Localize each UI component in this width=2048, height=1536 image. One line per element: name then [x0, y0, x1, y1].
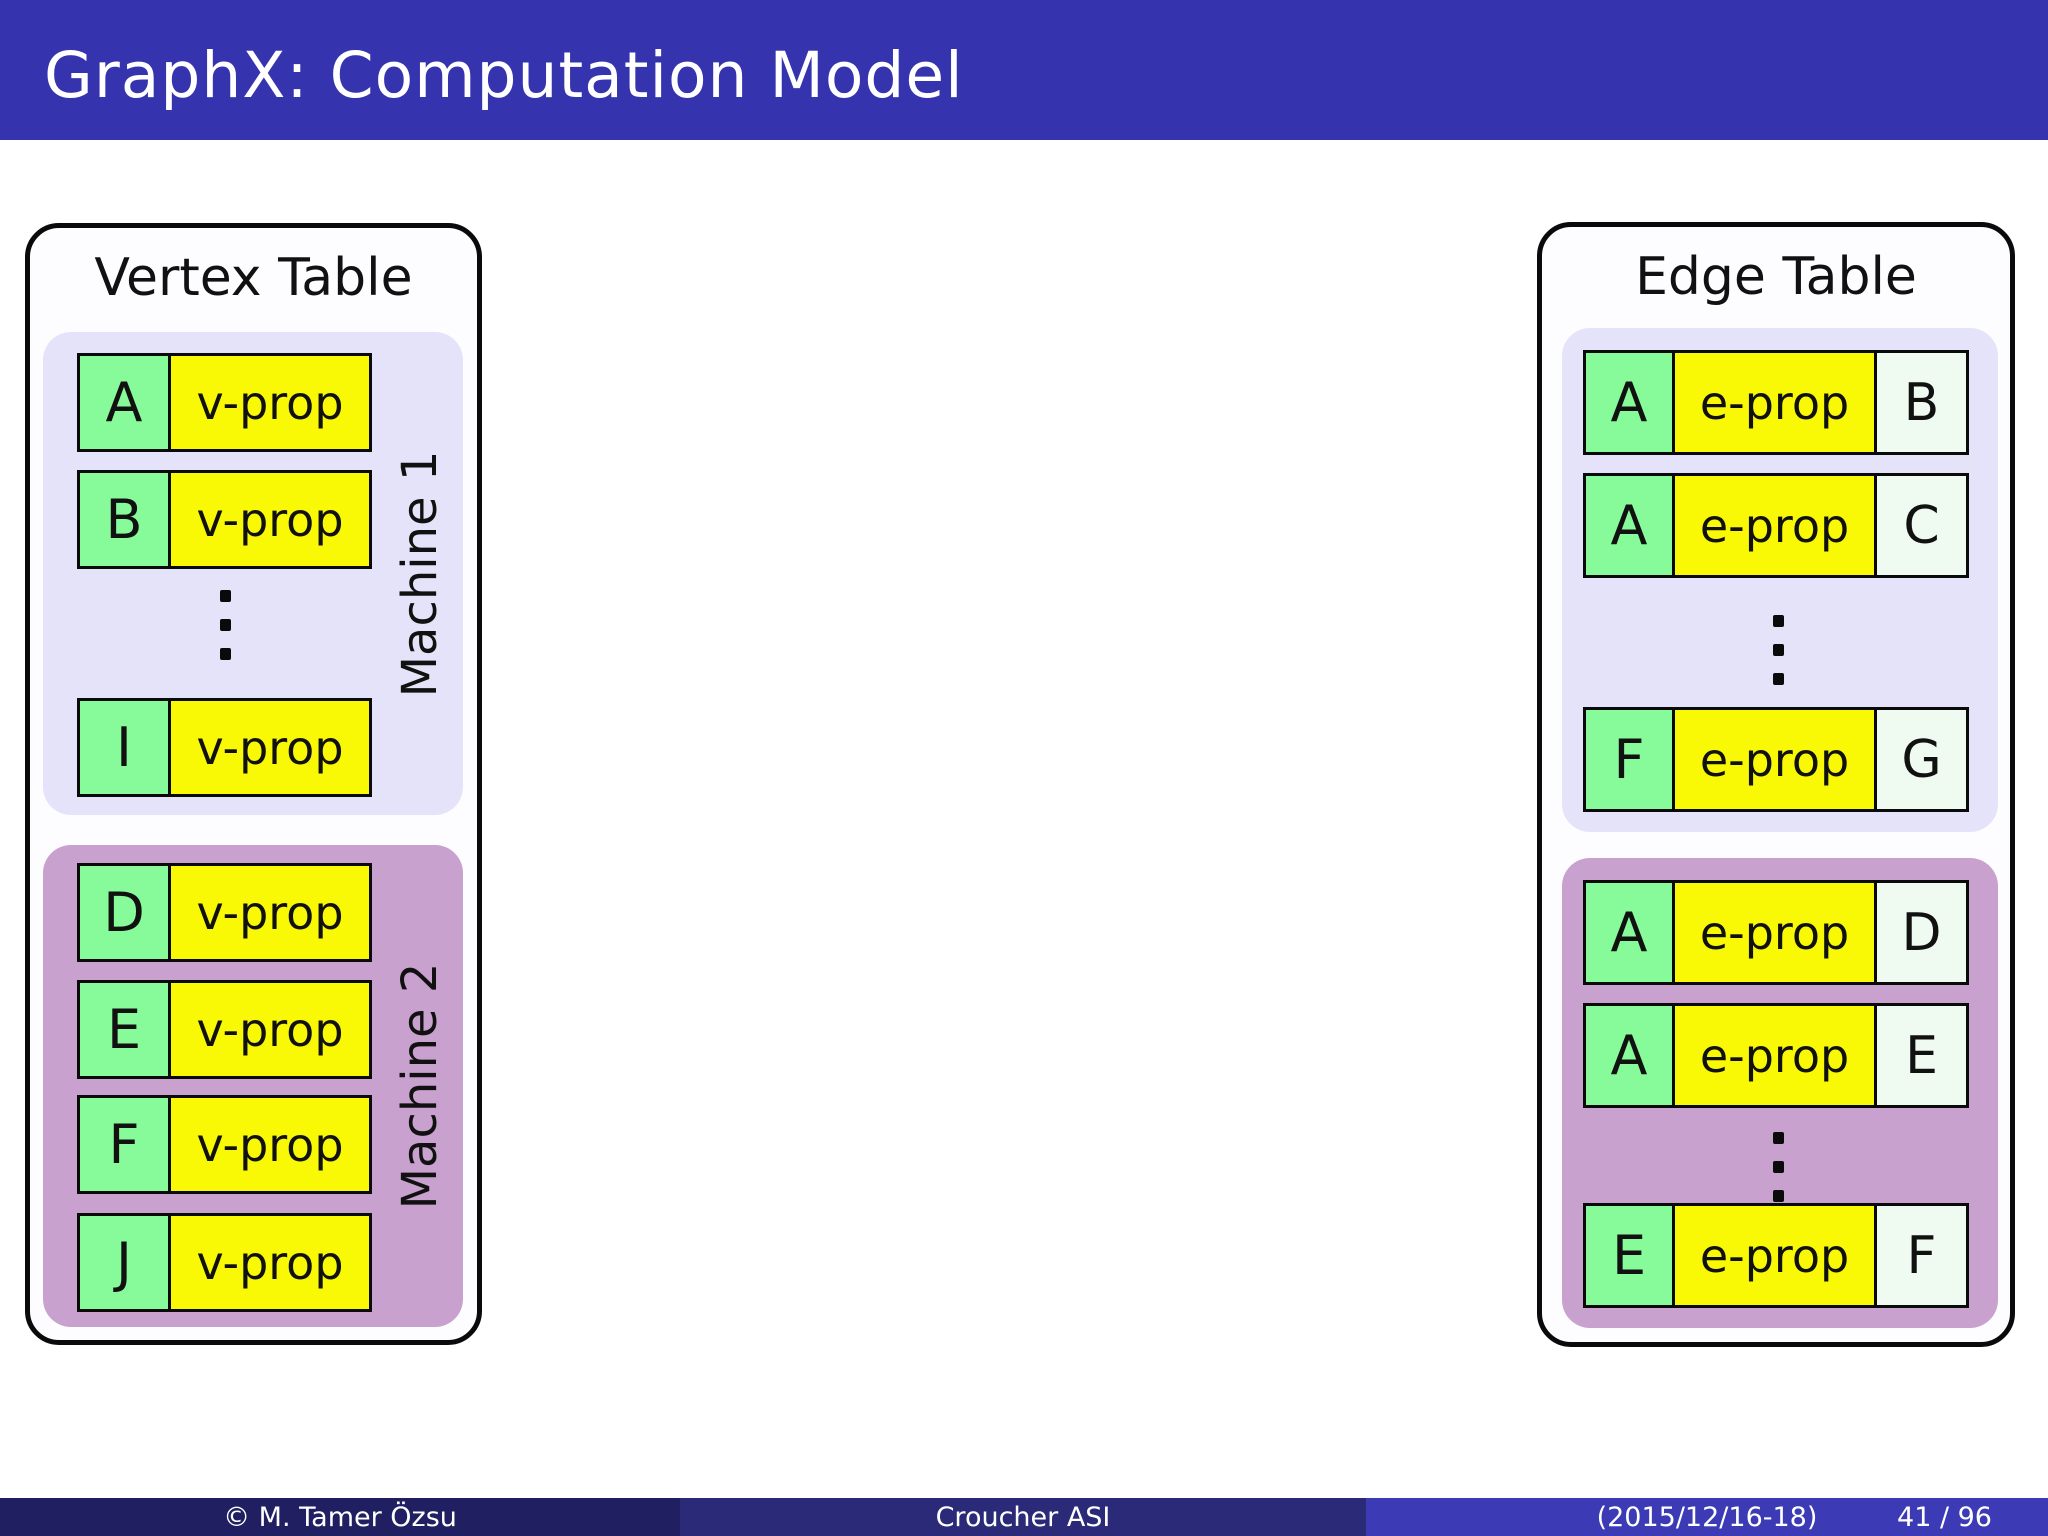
vertex-prop-cell: v-prop	[168, 980, 372, 1079]
footer-author-segment: © M. Tamer Özsu	[0, 1498, 680, 1536]
slide-title: GraphX: Computation Model	[44, 39, 964, 112]
footer-event-segment: Croucher ASI	[680, 1498, 1366, 1536]
edge-src-cell: A	[1583, 880, 1675, 985]
footer-event: Croucher ASI	[935, 1501, 1111, 1533]
edge-src-cell: E	[1583, 1203, 1675, 1308]
vertex-table: Vertex Table A v-prop B v-prop I v-prop …	[25, 223, 482, 1345]
vertex-prop-cell: v-prop	[168, 698, 372, 797]
vertex-id-cell: B	[77, 470, 171, 569]
edge-dst-cell: D	[1874, 880, 1969, 985]
machine2-label: Machine 2	[392, 962, 448, 1210]
edge-machine1-group: A e-prop B A e-prop C F e-prop G	[1562, 328, 1998, 832]
vertex-row: A v-prop	[77, 353, 372, 452]
edge-row: A e-prop E	[1583, 1003, 1969, 1108]
vertex-id-cell: I	[77, 698, 171, 797]
slide-header-bar: GraphX: Computation Model	[0, 0, 2048, 140]
edge-src-cell: F	[1583, 707, 1675, 812]
vertex-row: E v-prop	[77, 980, 372, 1079]
edge-src-cell: A	[1583, 350, 1675, 455]
vertex-prop-cell: v-prop	[168, 863, 372, 962]
vertex-prop-cell: v-prop	[168, 353, 372, 452]
edge-row: A e-prop B	[1583, 350, 1969, 455]
vertex-id-cell: E	[77, 980, 171, 1079]
edge-row: E e-prop F	[1583, 1203, 1969, 1308]
vertex-prop-cell: v-prop	[168, 1213, 372, 1312]
vertex-id-cell: F	[77, 1095, 171, 1194]
vertex-id-cell: J	[77, 1213, 171, 1312]
vertex-machine1-group: A v-prop B v-prop I v-prop Machine 1	[43, 332, 463, 815]
vertical-ellipsis-icon	[220, 590, 231, 660]
edge-dst-cell: E	[1874, 1003, 1969, 1108]
edge-src-cell: A	[1583, 473, 1675, 578]
machine1-label: Machine 1	[392, 450, 448, 697]
vertex-prop-cell: v-prop	[168, 1095, 372, 1194]
edge-table: Edge Table A e-prop B A e-prop C F e-pro…	[1537, 222, 2015, 1347]
vertex-id-cell: D	[77, 863, 171, 962]
edge-table-title: Edge Table	[1635, 247, 1917, 307]
edge-row: A e-prop C	[1583, 473, 1969, 578]
footer-bar: © M. Tamer Özsu Croucher ASI (2015/12/16…	[0, 1498, 2048, 1536]
edge-dst-cell: B	[1874, 350, 1969, 455]
vertical-ellipsis-icon	[1773, 1132, 1784, 1202]
vertex-machine2-group: D v-prop E v-prop F v-prop J v-prop Mach…	[43, 845, 463, 1327]
edge-prop-cell: e-prop	[1672, 1003, 1877, 1108]
footer-copyright: © M. Tamer Özsu	[223, 1501, 457, 1533]
vertex-row: D v-prop	[77, 863, 372, 962]
edge-prop-cell: e-prop	[1672, 1203, 1877, 1308]
edge-prop-cell: e-prop	[1672, 880, 1877, 985]
vertical-ellipsis-icon	[1773, 615, 1784, 685]
footer-date: (2015/12/16-18)	[1596, 1501, 1818, 1533]
edge-prop-cell: e-prop	[1672, 350, 1877, 455]
vertex-table-title: Vertex Table	[94, 248, 413, 308]
edge-row: F e-prop G	[1583, 707, 1969, 812]
edge-src-cell: A	[1583, 1003, 1675, 1108]
edge-dst-cell: F	[1874, 1203, 1969, 1308]
edge-machine2-group: A e-prop D A e-prop E E e-prop F	[1562, 858, 1998, 1328]
edge-prop-cell: e-prop	[1672, 707, 1877, 812]
edge-dst-cell: G	[1874, 707, 1969, 812]
edge-prop-cell: e-prop	[1672, 473, 1877, 578]
vertex-row: F v-prop	[77, 1095, 372, 1194]
edge-row: A e-prop D	[1583, 880, 1969, 985]
vertex-prop-cell: v-prop	[168, 470, 372, 569]
footer-date-segment: (2015/12/16-18) 41 / 96	[1366, 1498, 2048, 1536]
vertex-row: I v-prop	[77, 698, 372, 797]
vertex-row: B v-prop	[77, 470, 372, 569]
vertex-id-cell: A	[77, 353, 171, 452]
edge-dst-cell: C	[1874, 473, 1969, 578]
footer-page-number: 41 / 96	[1897, 1501, 1992, 1533]
vertex-row: J v-prop	[77, 1213, 372, 1312]
